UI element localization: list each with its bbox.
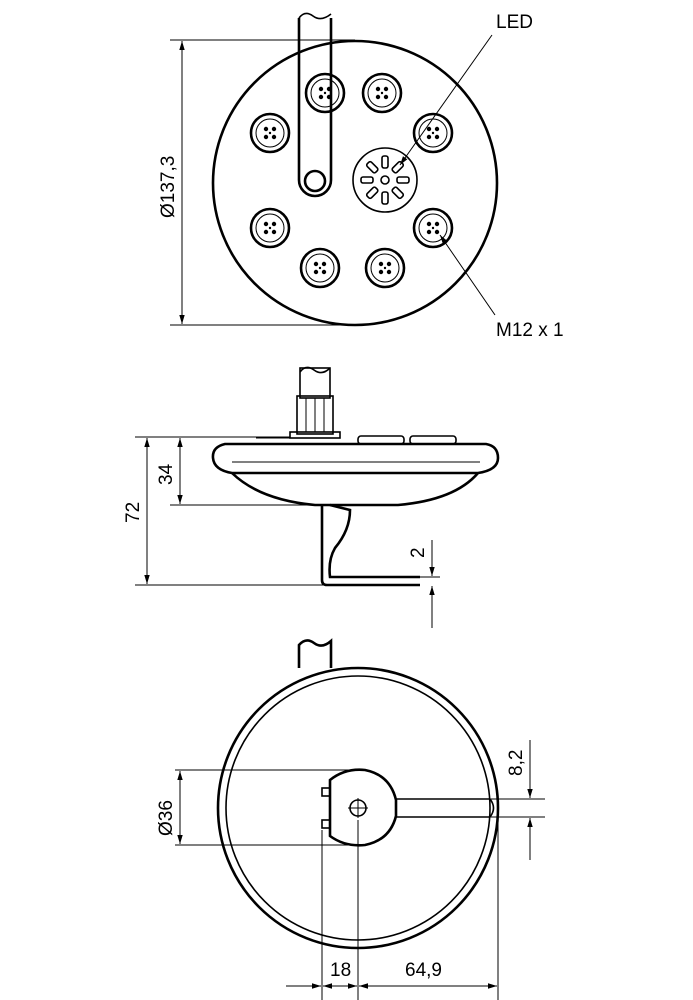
side-housing bbox=[211, 435, 500, 507]
dim-64-9-label: 64,9 bbox=[405, 960, 442, 981]
m12-connector bbox=[304, 72, 346, 114]
led-cluster bbox=[352, 147, 418, 213]
m12-connector bbox=[361, 72, 403, 114]
connector-label: M12 x 1 bbox=[496, 320, 564, 341]
top-housing-outline bbox=[211, 39, 499, 327]
side-stem bbox=[289, 366, 341, 439]
bottom-view: Ø36 8,2 18 64,9 bbox=[156, 638, 545, 1000]
height-total-label: 72 bbox=[123, 502, 144, 523]
offset-label: 8,2 bbox=[506, 750, 527, 776]
m12-connector bbox=[412, 207, 454, 249]
m12-connector bbox=[249, 207, 291, 249]
led-label: LED bbox=[496, 12, 533, 33]
m12-connector bbox=[299, 247, 341, 289]
side-view: 72 34 2 bbox=[123, 366, 500, 628]
m12-connector bbox=[364, 247, 406, 289]
top-view: LED M12 x 1 Ø137,3 bbox=[158, 12, 564, 341]
mount-diameter-label: Ø36 bbox=[156, 800, 177, 836]
bottom-mount bbox=[321, 768, 495, 847]
m12-connector bbox=[412, 112, 454, 154]
overall-diameter-label: Ø137,3 bbox=[158, 156, 179, 218]
m12-connector bbox=[249, 112, 291, 154]
mounting-bracket bbox=[320, 503, 420, 587]
top-cable bbox=[297, 12, 333, 198]
bottom-cable bbox=[297, 638, 333, 668]
height-body-label: 34 bbox=[156, 463, 177, 485]
connector-leader bbox=[439, 234, 496, 316]
dim-18-label: 18 bbox=[330, 960, 351, 981]
led-leader bbox=[399, 34, 493, 166]
thickness-label: 2 bbox=[408, 547, 429, 558]
